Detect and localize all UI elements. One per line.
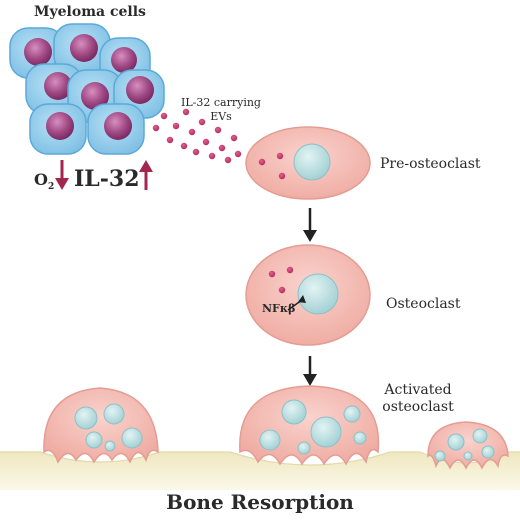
transition-arrow-icon <box>303 356 317 386</box>
myeloma-cell-cluster <box>9 23 165 155</box>
myeloma-cell <box>87 103 145 155</box>
activated-osteoclast-center <box>239 385 380 466</box>
evs-label-line2: EVs <box>210 110 232 123</box>
il32-up-arrow-icon <box>139 160 153 190</box>
il32-label: IL-32 <box>74 166 140 192</box>
myeloma-cell <box>29 103 87 155</box>
osteoclast-cell <box>245 244 371 346</box>
pre-osteoclast-label: Pre-osteoclast <box>380 156 481 172</box>
o2-subscript: 2 <box>47 182 55 193</box>
transition-arrow-icon <box>303 208 317 242</box>
pre-osteoclast-cell <box>245 126 371 200</box>
evs-label-line1: IL-32 carrying <box>181 96 261 109</box>
osteoclast-label: Osteoclast <box>386 296 461 312</box>
activated-label-line2: osteoclast <box>382 399 454 415</box>
activated-label-line1: Activated <box>384 382 452 398</box>
activated-osteoclast-right <box>427 421 509 470</box>
bone-resorption-label: Bone Resorption <box>166 490 354 514</box>
ev-particles <box>152 108 242 164</box>
activated-osteoclast-label: Activated osteoclast <box>378 382 458 416</box>
o2-label: O2 <box>34 170 54 192</box>
activated-osteoclast-left <box>43 387 159 464</box>
evs-label: IL-32 carrying EVs <box>176 96 266 124</box>
myeloma-cells-label: Myeloma cells <box>34 4 146 20</box>
nfkb-label: NFκβ <box>262 302 296 315</box>
o2-down-arrow-icon <box>55 160 69 190</box>
myeloma-cell <box>53 23 111 75</box>
o2-base: O <box>34 170 48 189</box>
